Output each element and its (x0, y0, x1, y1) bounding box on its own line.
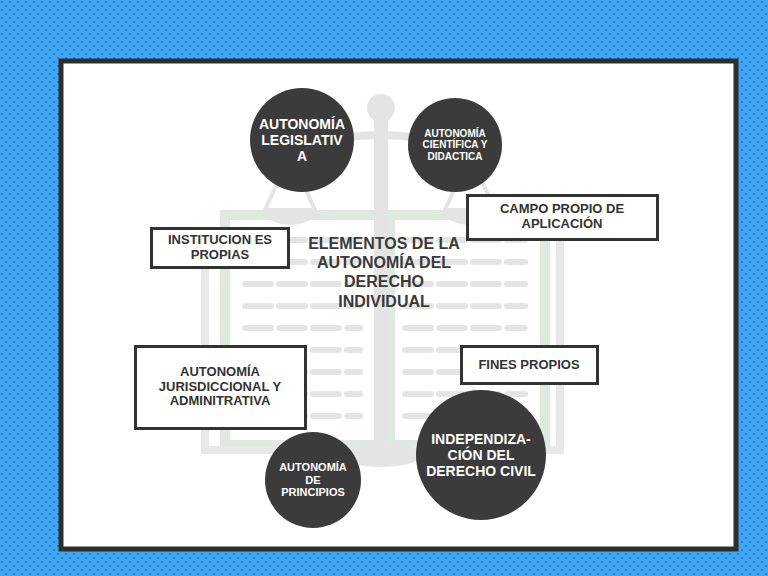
element-label: AUTONOMÍA CIENTÍFICA Y DIDACTICA (415, 128, 495, 163)
element-label: FINES PROPIOS (468, 358, 591, 373)
element-circle: INDEPENDIZA- CIÓN DEL DERECHO CIVIL (416, 390, 546, 520)
book-line (245, 281, 360, 287)
circle-fill (250, 88, 354, 192)
element-box: AUTONOMÍA JURISDICCIONAL Y ADMINITRATIVA (134, 345, 307, 430)
element-label: AUTONOMÍA JURISDICCIONAL Y ADMINITRATIVA (142, 365, 299, 410)
circle-fill (416, 390, 546, 520)
circle-fill (408, 98, 502, 192)
book-line (405, 325, 525, 331)
element-label: INSTITUCION ES PROPIAS (158, 233, 282, 263)
element-box: FINES PROPIOS (460, 345, 599, 385)
book-line (245, 325, 360, 331)
element-circle: AUTONOMÍA DE PRINCIPIOS (265, 432, 361, 528)
diagram-title: ELEMENTOS DE LA AUTONOMÍA DEL DERECHO IN… (304, 234, 464, 311)
circle-fill (265, 432, 361, 528)
element-label: CAMPO PROPIO DE APLICACIÓN (474, 202, 651, 232)
panel (61, 61, 736, 549)
element-box: INSTITUCION ES PROPIAS (150, 227, 290, 269)
element-circle: AUTONOMÍA CIENTÍFICA Y DIDACTICA (408, 98, 502, 192)
element-label: AUTONOMÍA DE PRINCIPIOS (272, 461, 354, 499)
element-label: INDEPENDIZA- CIÓN DEL DERECHO CIVIL (426, 431, 537, 479)
element-label: AUTONOMÍA LEGISLATIVA (258, 116, 346, 164)
element-circle: AUTONOMÍA LEGISLATIVA (250, 88, 354, 192)
element-box: CAMPO PROPIO DE APLICACIÓN (466, 194, 659, 241)
